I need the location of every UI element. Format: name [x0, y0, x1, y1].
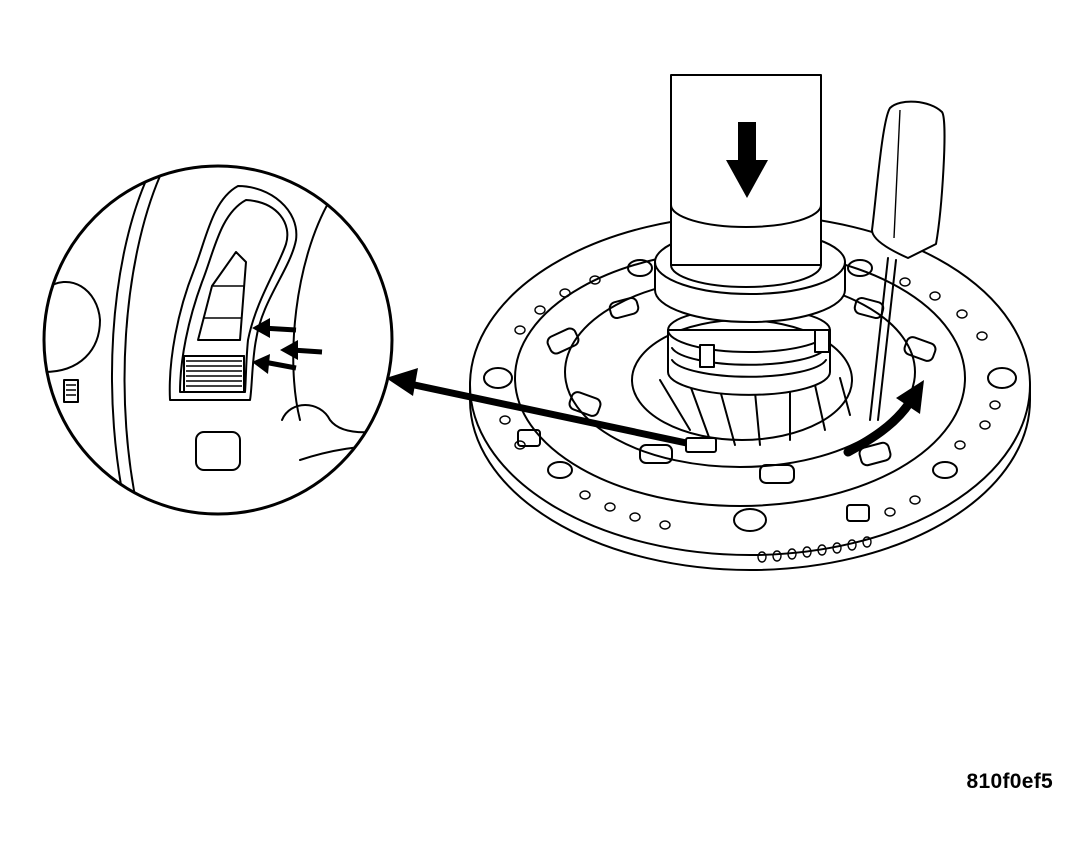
press-tool	[654, 74, 846, 323]
detail-pointer-arrows	[252, 318, 323, 374]
callout-leader-arrow-icon	[386, 368, 717, 453]
press-down-arrow-icon	[726, 122, 768, 198]
outer-bolt-holes	[483, 259, 1017, 532]
ring-pockets	[517, 296, 937, 522]
edge-holes	[757, 536, 872, 563]
rotate-arrow-icon	[843, 380, 924, 457]
hub-ribs	[631, 319, 853, 446]
figure-id-label: 810f0ef5	[966, 770, 1053, 793]
spring-stack	[667, 307, 831, 396]
detail-magnifier	[42, 164, 394, 516]
screwdriver-icon	[869, 100, 946, 421]
